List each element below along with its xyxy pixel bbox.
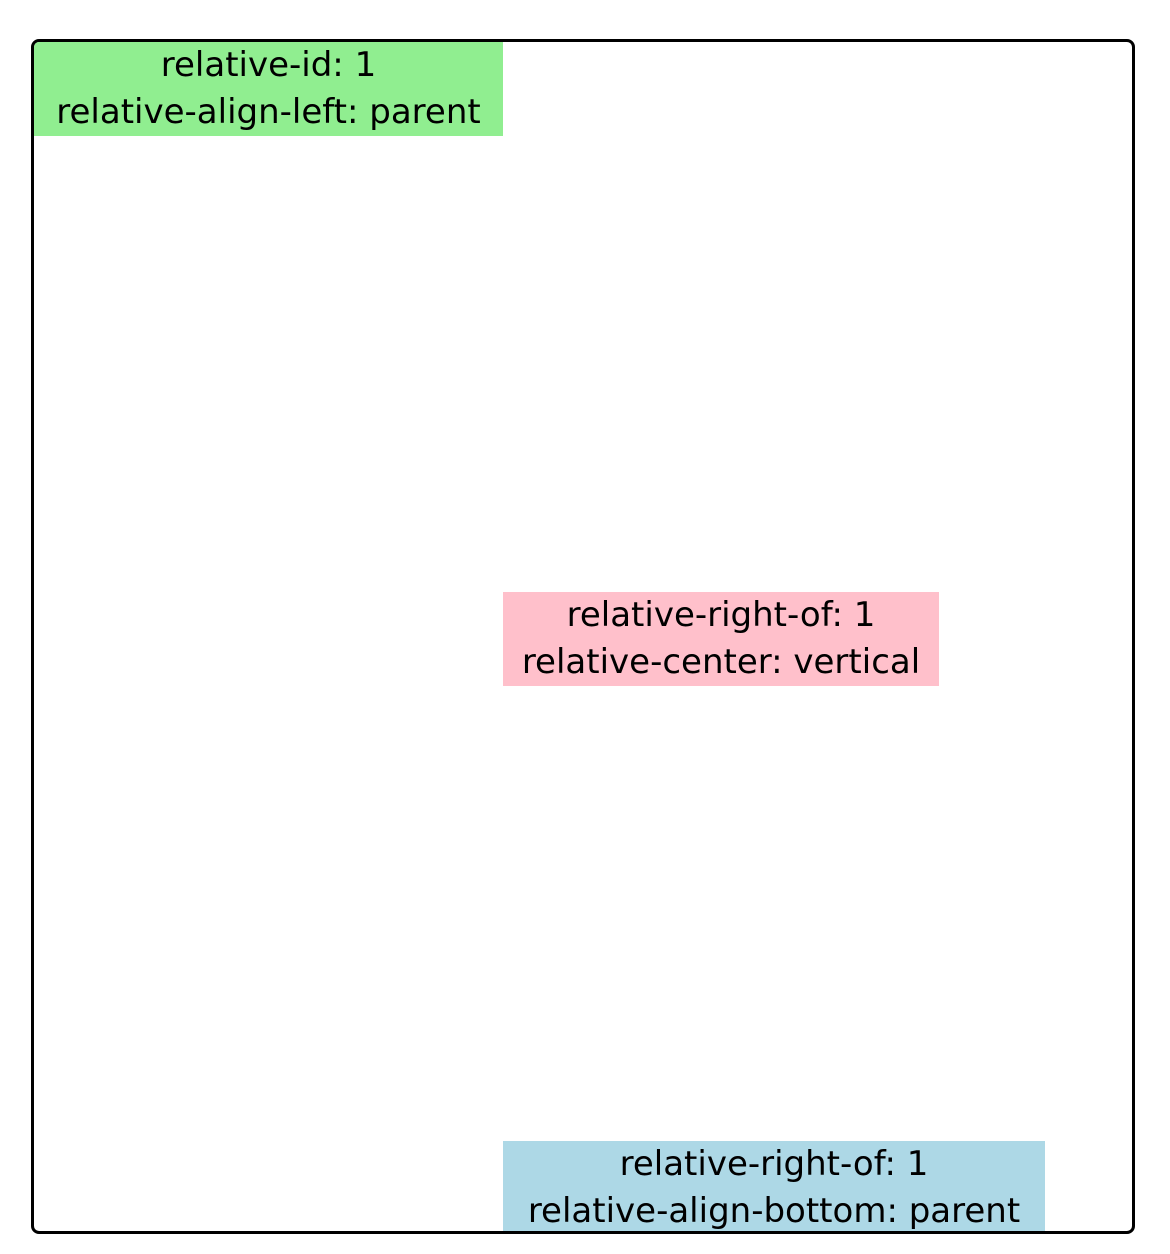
blue-box: relative-right-of: 1 relative-align-bott…	[503, 1141, 1045, 1231]
blue-box-line-1: relative-right-of: 1	[619, 1144, 929, 1184]
green-box-line-2: relative-align-left: parent	[56, 92, 481, 132]
pink-box: relative-right-of: 1 relative-center: ve…	[503, 592, 939, 686]
relative-layout-container: relative-id: 1 relative-align-left: pare…	[31, 39, 1135, 1234]
green-box-line-1: relative-id: 1	[160, 45, 377, 85]
pink-box-line-1: relative-right-of: 1	[566, 595, 876, 635]
blue-box-line-2: relative-align-bottom: parent	[527, 1191, 1021, 1231]
pink-box-line-2: relative-center: vertical	[521, 642, 921, 682]
green-box: relative-id: 1 relative-align-left: pare…	[34, 42, 503, 136]
